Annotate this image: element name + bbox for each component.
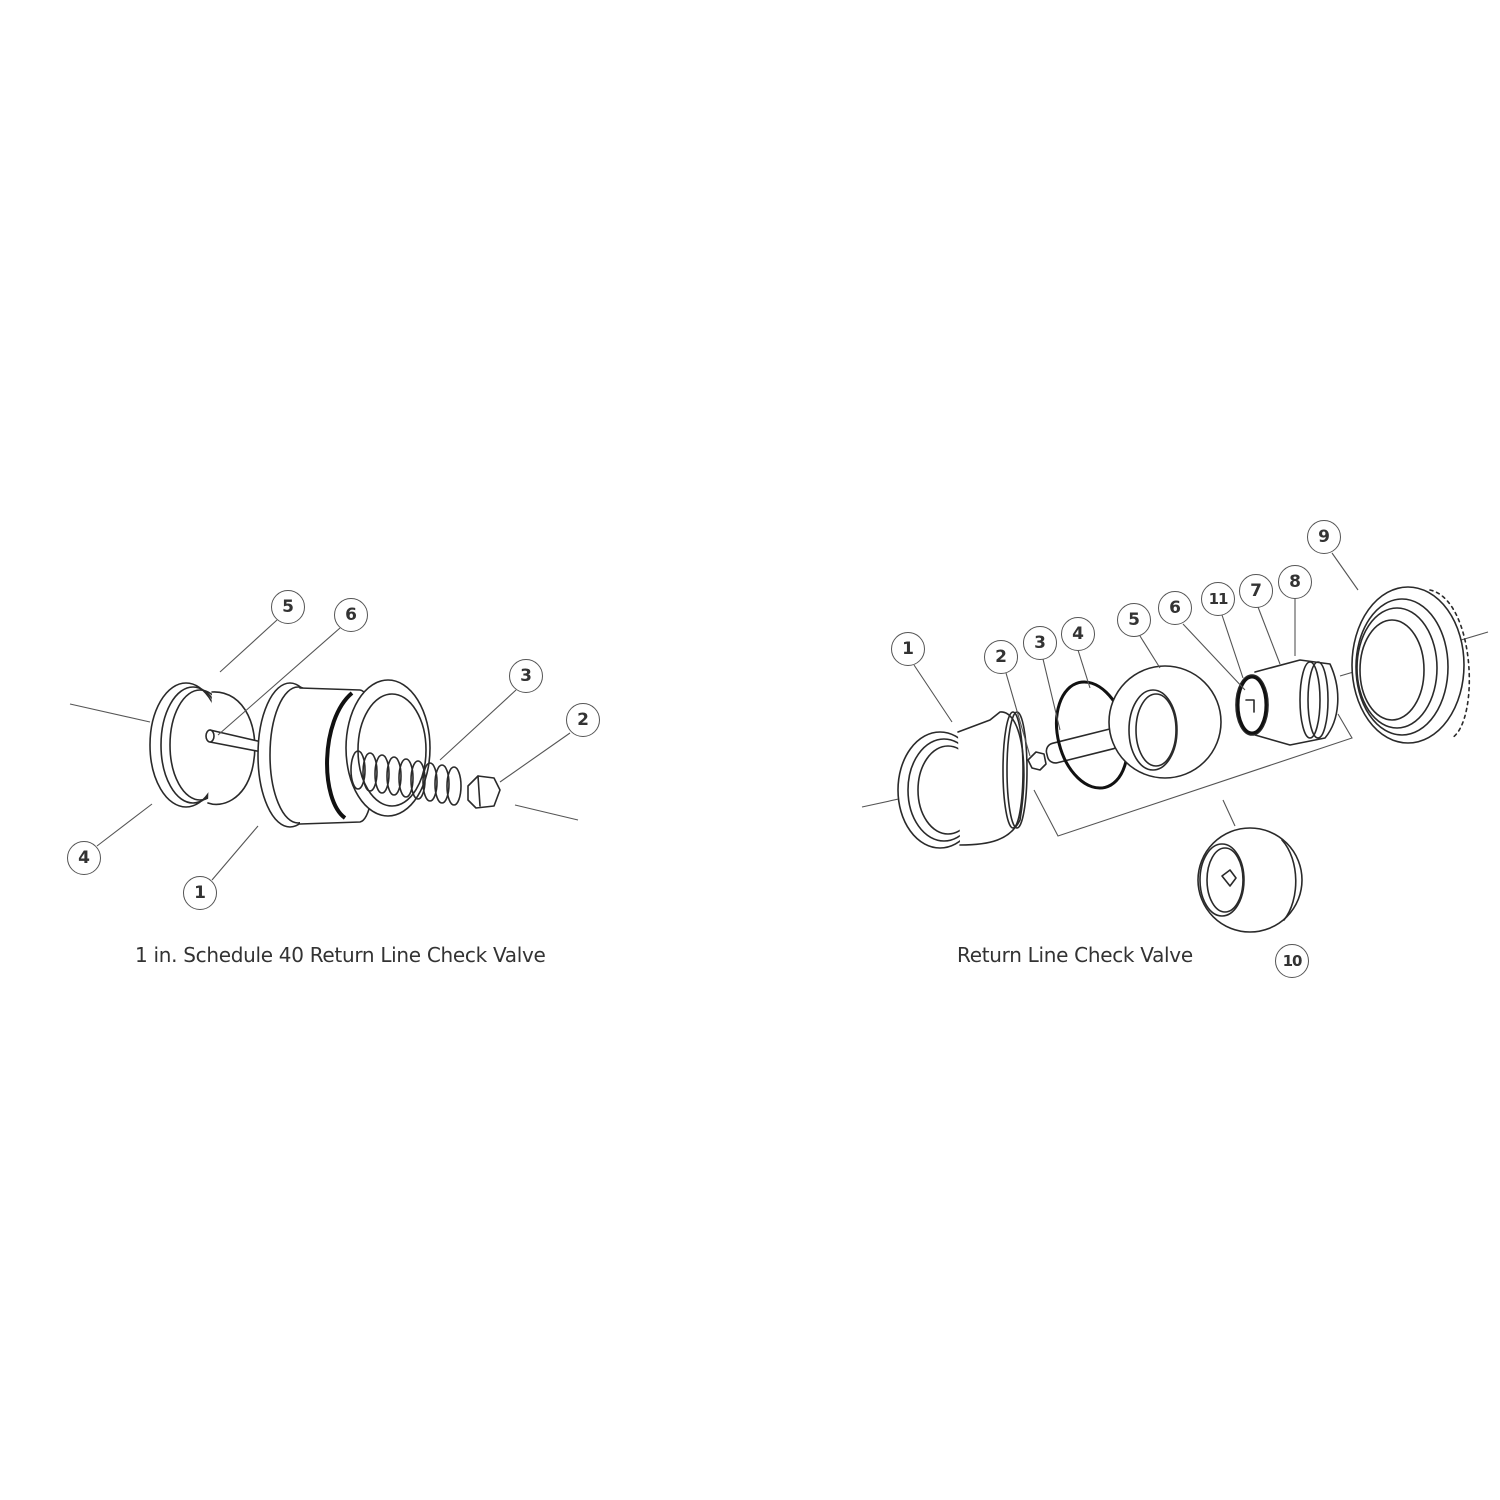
callout-left-1: 1 <box>183 876 217 910</box>
callout-right-9: 9 <box>1307 520 1341 554</box>
right-diagram-caption: Return Line Check Valve <box>957 943 1193 967</box>
callout-right-7: 7 <box>1239 574 1273 608</box>
callout-right-11: 11 <box>1201 582 1235 616</box>
callout-right-2: 2 <box>984 640 1018 674</box>
callout-right-8: 8 <box>1278 565 1312 599</box>
callout-left-5: 5 <box>271 590 305 624</box>
left-diagram-caption: 1 in. Schedule 40 Return Line Check Valv… <box>135 943 546 967</box>
callout-right-4: 4 <box>1061 617 1095 651</box>
callout-left-6: 6 <box>334 598 368 632</box>
callout-right-10: 10 <box>1275 944 1309 978</box>
callout-right-6: 6 <box>1158 591 1192 625</box>
callout-left-3: 3 <box>509 659 543 693</box>
callout-right-5: 5 <box>1117 603 1151 637</box>
callout-right-1: 1 <box>891 632 925 666</box>
callout-left-4: 4 <box>67 841 101 875</box>
callout-right-3: 3 <box>1023 626 1057 660</box>
callout-left-2: 2 <box>566 703 600 737</box>
